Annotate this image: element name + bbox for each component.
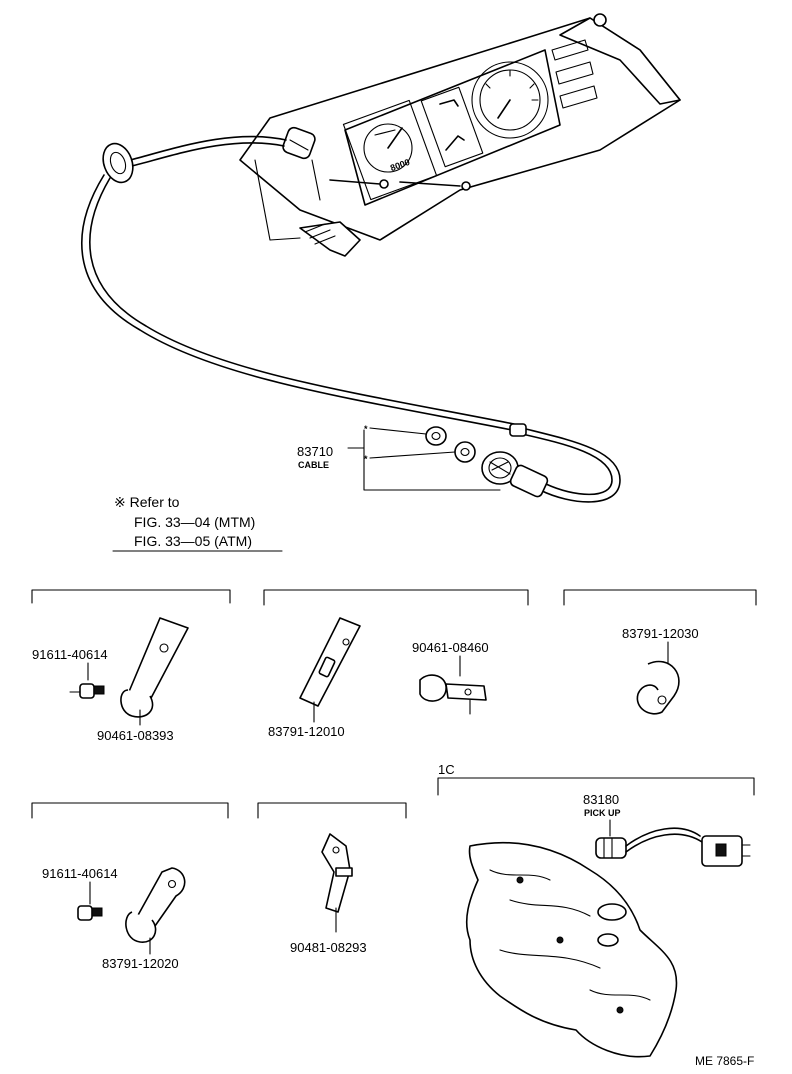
refer-note: ※ Refer to FIG. 33—04 (MTM) FIG. 33—05 (… (112, 494, 283, 552)
clamp-a (120, 617, 189, 726)
section-brackets (31, 589, 757, 819)
bracket-b-label: 90481-08293 (290, 940, 367, 955)
cable-end-fitting (481, 451, 549, 498)
refer-note-line1: ※ Refer to (114, 494, 180, 510)
group-2: 83791-12010 90461-08460 (268, 617, 489, 739)
bracket-b (321, 833, 353, 933)
instrument-cluster: 8000 (239, 13, 681, 257)
group-3: 83791-12030 (622, 626, 699, 715)
clamp-b-label: 90461-08460 (412, 640, 489, 655)
bracket-a (299, 617, 361, 723)
pickup-name-label: PICK UP (584, 808, 621, 818)
clamp-b (419, 674, 487, 715)
pickup-sensor (595, 827, 751, 867)
bolt-b (77, 905, 103, 921)
asterisk-upper: * (364, 424, 368, 434)
clamp-c-label: 83791-12030 (622, 626, 699, 641)
clamp-d-label: 83791-12020 (102, 956, 179, 971)
refer-note-line2: FIG. 33—04 (MTM) (134, 514, 255, 530)
bolt-a (69, 683, 105, 699)
cable-name: CABLE (298, 460, 329, 470)
washer-upper (425, 426, 447, 446)
bolt-b-label: 91611-40614 (42, 866, 118, 881)
clamp-c (636, 660, 680, 715)
group-6: 1C 83180 PICK UP (438, 762, 751, 1058)
bolt-a-label: 91611-40614 (32, 647, 108, 662)
asterisk-lower: * (364, 454, 368, 464)
group-4: 91611-40614 83791-12020 (42, 866, 186, 971)
engine-code-label: 1C (438, 762, 455, 777)
cable-callout: * * 83710 CABLE (297, 424, 501, 491)
transmission-case (465, 841, 678, 1058)
refer-note-line3: FIG. 33—05 (ATM) (134, 533, 252, 549)
group-5: 90481-08293 (290, 833, 367, 955)
clamp-d (125, 867, 186, 955)
group-1: 91611-40614 90461-08393 (32, 617, 189, 743)
speedometer-cable (81, 135, 621, 503)
bracket-a-label: 83791-12010 (268, 724, 345, 739)
figure-code: ME 7865-F (695, 1054, 754, 1068)
pickup-part-label: 83180 (583, 792, 619, 807)
washer-lower (454, 441, 476, 463)
cable-part-number: 83710 (297, 444, 333, 459)
clamp-a-label: 90461-08393 (97, 728, 174, 743)
